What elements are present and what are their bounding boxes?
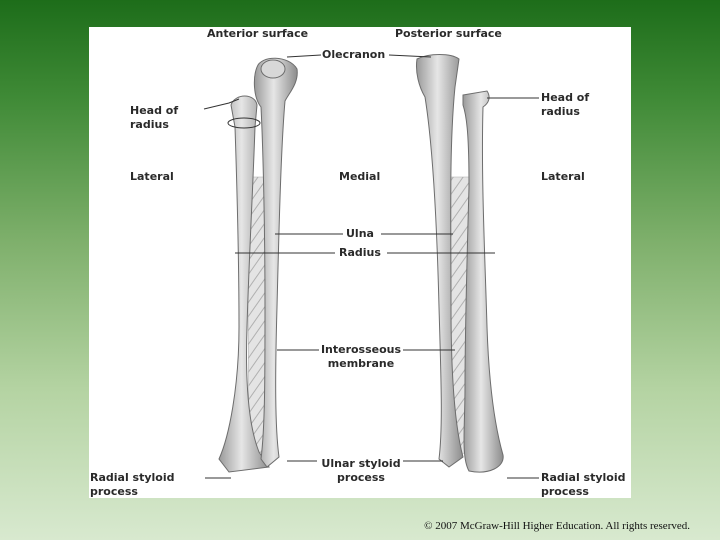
head-of-radius-label-left: Head of radius <box>130 104 179 131</box>
leader-olecranon-right <box>388 54 432 58</box>
posterior-radius <box>462 90 504 473</box>
leader-olecranon-left <box>286 54 322 58</box>
radial-styloid-process-label-right: Radial styloid process <box>541 471 626 498</box>
posterior-ulna <box>416 54 464 468</box>
anterior-surface-label: Anterior surface <box>207 27 309 40</box>
copyright-notice: © 2007 McGraw-Hill Higher Education. All… <box>424 520 690 532</box>
head-of-radius-label-right: Head of radius <box>541 91 590 118</box>
lateral-label-left: Lateral <box>130 170 174 183</box>
medial-label: Medial <box>339 170 381 183</box>
lateral-label-right: Lateral <box>541 170 585 183</box>
diagram-panel: Anterior surface Posterior surface Olecr… <box>89 27 631 498</box>
anterior-ulna <box>253 57 298 468</box>
radial-styloid-process-label-left: Radial styloid process <box>90 471 175 498</box>
anterior-view <box>218 57 298 473</box>
leader-lines <box>203 54 539 479</box>
ulna-label: Ulna <box>346 227 374 240</box>
olecranon-label: Olecranon <box>322 48 386 61</box>
anterior-radius <box>218 95 270 473</box>
leader-head-radius-left <box>203 98 240 110</box>
radius-label: Radius <box>339 246 381 259</box>
ulnar-styloid-process-label: Ulnar styloid process <box>321 457 401 484</box>
posterior-surface-label: Posterior surface <box>395 27 502 40</box>
anterior-radius-head-outline <box>227 117 261 129</box>
forearm-bones-illustration <box>203 54 539 479</box>
interosseous-membrane-label: Interosseous membrane <box>320 343 402 370</box>
posterior-view <box>416 54 504 473</box>
